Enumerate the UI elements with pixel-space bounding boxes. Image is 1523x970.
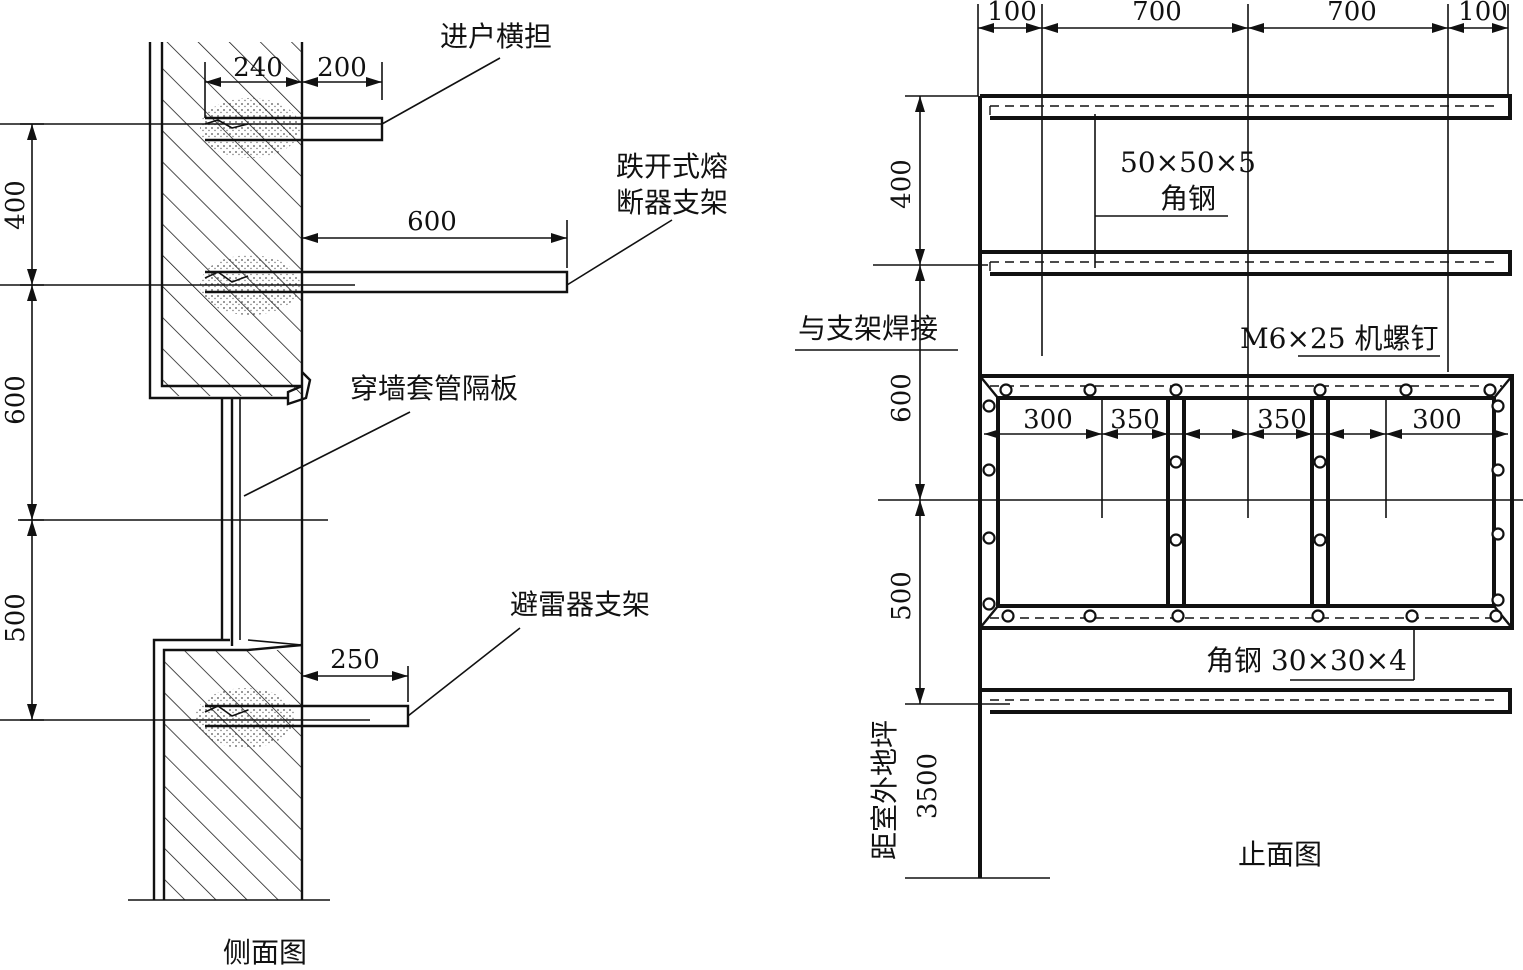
angle-steel-bottom xyxy=(980,688,1512,714)
label-fuse-bracket-1: 跌开式熔 xyxy=(616,150,728,183)
wall-sleeve-plate xyxy=(220,386,304,646)
dim-400: 400 xyxy=(1,180,31,230)
dim-inner-350-left: 350 xyxy=(1110,405,1160,435)
dim-500: 500 xyxy=(1,593,31,643)
label-arrester-bracket: 避雷器支架 xyxy=(510,588,650,621)
dim-top-700-left: 700 xyxy=(1132,0,1182,27)
label-angle-steel-large-2: 角钢 xyxy=(1160,182,1216,215)
angle-steel-second xyxy=(980,250,1512,276)
dim-top-100-right: 100 xyxy=(1458,0,1508,27)
label-screw-note: M6×25 机螺钉 xyxy=(1240,322,1438,355)
dim-600-h: 600 xyxy=(407,207,457,237)
dim-inner-300-right: 300 xyxy=(1412,405,1462,435)
lower-wall xyxy=(128,638,330,901)
label-weld-note: 与支架焊接 xyxy=(798,312,938,345)
dim-v-500: 500 xyxy=(887,571,917,621)
angle-steel-top xyxy=(980,94,1512,120)
dim-v-600: 600 xyxy=(887,373,917,423)
upper-wall xyxy=(148,42,312,406)
dim-200: 200 xyxy=(317,53,367,83)
fuse-bracket xyxy=(0,270,569,294)
dim-240: 240 xyxy=(233,53,283,83)
dim-v-400: 400 xyxy=(887,159,917,209)
label-ground-distance-2: 3500 xyxy=(913,753,943,819)
sleeve-plate-frame xyxy=(978,374,1514,630)
label-angle-steel-small: 角钢 30×30×4 xyxy=(1206,644,1407,677)
dim-top-700-right: 700 xyxy=(1327,0,1377,27)
entry-crossarm xyxy=(0,116,384,142)
dim-inner-300-left: 300 xyxy=(1023,405,1073,435)
label-wall-sleeve-plate: 穿墙套管隔板 xyxy=(350,372,518,405)
caption-side-view: 侧面图 xyxy=(223,936,307,969)
label-ground-distance-1: 距室外地坪 xyxy=(868,720,901,860)
dim-600: 600 xyxy=(1,375,31,425)
caption-front-view: 止面图 xyxy=(1238,838,1322,871)
front-view: 100 700 700 100 xyxy=(795,0,1523,879)
label-fuse-bracket-2: 断器支架 xyxy=(616,186,728,219)
dim-250: 250 xyxy=(330,645,380,675)
label-entry-crossarm: 进户横担 xyxy=(440,20,552,53)
label-angle-steel-large-1: 50×50×5 xyxy=(1120,146,1256,179)
dim-top-100-left: 100 xyxy=(987,0,1037,27)
dim-inner-350-right: 350 xyxy=(1257,405,1307,435)
side-view: 400 600 500 240 200 600 250 进户横担 跌开式熔 断 xyxy=(0,20,728,969)
bolt-group xyxy=(982,383,1505,623)
